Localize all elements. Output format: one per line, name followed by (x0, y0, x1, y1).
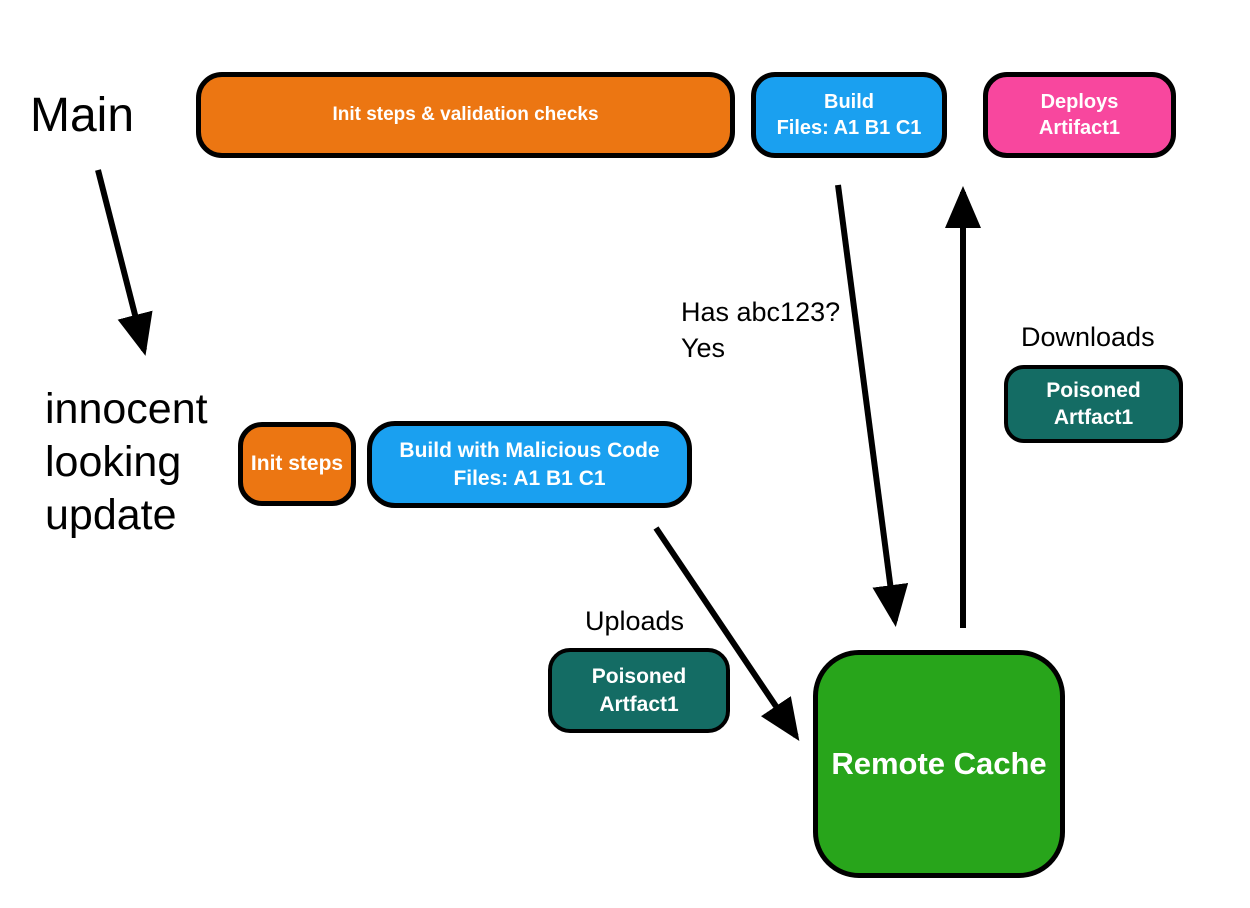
node-label-line1: Build (824, 91, 874, 113)
node-poisoned-artifact-download: Poisoned Artfact1 (1004, 365, 1183, 443)
arrow-build-to-cache (835, 184, 909, 627)
node-label: Remote Cache (831, 745, 1047, 781)
node-label-line2: Artfact1 (1053, 406, 1134, 429)
node-label-line1: Build with Malicious Code (399, 439, 660, 463)
node-label-line2: Artfact1 (599, 692, 679, 716)
node-init-steps: Init steps (238, 422, 356, 506)
node-poisoned-artifact-upload: Poisoned Artfact1 (548, 648, 730, 733)
node-deploys-artifact: Deploys Artifact1 (983, 72, 1176, 158)
arrow-main-to-update (95, 169, 153, 356)
node-build: Build Files: A1 B1 C1 (751, 72, 947, 158)
node-label-line2: Files: A1 B1 C1 (776, 117, 922, 139)
label-has-abc123-yes: Has abc123? Yes (681, 297, 841, 363)
node-build-with-malicious-code: Build with Malicious Code Files: A1 B1 C… (367, 421, 692, 508)
label-innocent-looking-update: innocent looking update (45, 385, 208, 539)
label-main-branch: Main (30, 89, 135, 142)
node-remote-cache: Remote Cache (813, 650, 1065, 878)
node-label-line1: Deploys (1040, 91, 1119, 113)
node-label: Init steps & validation checks (332, 103, 599, 125)
node-label-line1: Poisoned (591, 665, 687, 689)
node-label-line1: Poisoned (1046, 378, 1141, 402)
label-uploads: Uploads (585, 606, 685, 636)
node-label: Init steps (250, 452, 344, 476)
label-downloads: Downloads (1021, 322, 1155, 352)
node-label-line2: Artifact1 (1038, 117, 1121, 139)
node-init-validation-checks: Init steps & validation checks (196, 72, 735, 158)
node-label-line2: Files: A1 B1 C1 (453, 466, 606, 490)
